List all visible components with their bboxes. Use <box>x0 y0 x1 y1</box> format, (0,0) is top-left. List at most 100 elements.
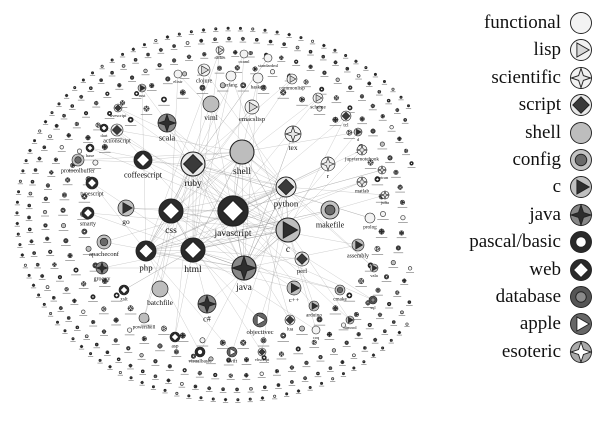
outer-node <box>98 358 102 362</box>
outer-node <box>153 359 158 364</box>
outer-node <box>208 356 214 362</box>
outer-node <box>57 102 61 106</box>
legend-item: esoteric <box>418 339 603 366</box>
outer-node <box>84 134 92 141</box>
outer-node <box>80 192 88 200</box>
outer-node <box>321 54 326 59</box>
node-protocolbuffer-circle-dark-icon <box>71 153 85 167</box>
outer-node <box>401 278 407 284</box>
outer-node <box>81 309 86 314</box>
outer-node <box>316 316 323 323</box>
outer-node <box>371 353 376 358</box>
outer-node <box>113 317 120 324</box>
outer-node <box>326 331 333 338</box>
outer-node <box>232 49 238 55</box>
node-jupyternotebook-star4-outline-icon <box>356 144 368 156</box>
outer-node <box>226 357 232 363</box>
node-prolog-plain-icon <box>364 212 376 224</box>
outer-node <box>344 53 348 57</box>
outer-node <box>58 305 64 311</box>
node-label: go <box>122 217 130 226</box>
outer-node <box>61 223 67 229</box>
outer-node <box>198 38 204 44</box>
node-r-star4-outline-icon <box>320 156 336 172</box>
outer-node <box>51 262 58 268</box>
outer-node <box>149 83 155 89</box>
outer-node <box>393 169 399 175</box>
node-label: assembly <box>347 253 369 259</box>
outer-node <box>113 338 118 343</box>
outer-node <box>278 55 284 61</box>
node-label: d <box>357 137 360 142</box>
outer-node <box>381 346 385 350</box>
outer-node <box>290 380 294 384</box>
outer-node <box>193 384 198 389</box>
node-julia-star4-outline-icon <box>380 190 390 200</box>
outer-node <box>345 66 350 71</box>
outer-node <box>42 302 46 306</box>
outer-node <box>17 190 21 194</box>
outer-node <box>140 380 145 385</box>
outer-node <box>57 275 63 280</box>
node-label: c# <box>203 315 211 324</box>
node-clojure-triangle-outline-icon <box>197 63 211 77</box>
outer-node <box>380 114 385 119</box>
outer-node <box>21 169 25 173</box>
node-label: typescript <box>80 191 104 197</box>
outer-node <box>131 47 136 52</box>
node-groovy-star4-dark-icon <box>95 261 109 275</box>
outer-node <box>99 78 103 82</box>
outer-node <box>373 72 377 76</box>
outer-node <box>33 139 37 143</box>
outer-node <box>268 39 273 44</box>
outer-node <box>73 267 79 273</box>
outer-node <box>18 179 22 183</box>
node-powershell-plain-gray-icon <box>138 312 150 324</box>
node-label: viml <box>204 113 218 122</box>
outer-node <box>165 34 170 40</box>
diamond-white-icon <box>570 258 592 281</box>
node-tex-star4-outline-icon <box>284 125 302 143</box>
outer-node <box>319 86 325 92</box>
outer-node <box>353 312 359 318</box>
legend-item: java <box>418 202 603 229</box>
outer-node <box>27 148 33 153</box>
outer-node <box>48 134 52 139</box>
node-label: emacslisp <box>239 116 266 123</box>
outer-node <box>332 305 339 312</box>
node-lua-diamond-dark-icon <box>284 314 296 326</box>
outer-node <box>299 96 305 103</box>
node-c-triangle-dark-icon <box>275 217 301 243</box>
node-label: actionscript <box>103 138 131 144</box>
outer-node <box>318 355 323 360</box>
outer-node <box>322 70 327 75</box>
legend-item: lisp <box>418 37 603 64</box>
outer-node <box>38 129 42 133</box>
node-d-triangle-dark-icon <box>353 127 363 137</box>
outer-node <box>396 136 403 142</box>
node-javascript-diamond-white-icon <box>217 195 249 227</box>
outer-node <box>295 45 300 50</box>
outer-node <box>206 385 212 391</box>
outer-node <box>375 287 381 293</box>
outer-node <box>299 36 303 40</box>
node-label: racket <box>215 55 227 60</box>
outer-node <box>333 48 337 52</box>
outer-node <box>15 200 19 204</box>
outer-node <box>163 388 167 392</box>
outer-node <box>299 325 305 332</box>
legend-item: pascal/basic <box>418 229 603 256</box>
outer-node <box>223 397 228 402</box>
node-label: erlang <box>225 83 238 89</box>
outer-node <box>27 227 32 232</box>
node-label: shell <box>233 167 251 177</box>
legend-label: database <box>495 285 561 307</box>
outer-node <box>333 59 338 65</box>
node-dart-diamond-white-icon <box>99 123 109 133</box>
outer-node <box>18 243 22 247</box>
outer-node <box>48 169 54 176</box>
node-rust-triangle-dark-icon <box>137 83 147 93</box>
node-label: sql <box>370 305 376 310</box>
legend-label: pascal/basic <box>469 231 561 253</box>
